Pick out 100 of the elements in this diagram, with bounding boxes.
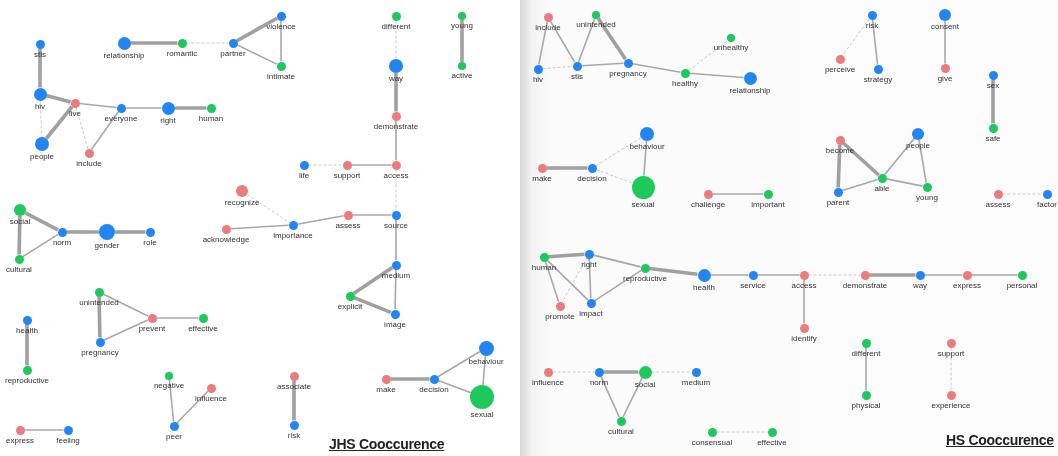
connector-line xyxy=(577,17,596,63)
connector-line xyxy=(548,252,585,259)
node-label: cultural xyxy=(608,426,634,436)
connector-line xyxy=(923,274,964,276)
node-label: people xyxy=(906,141,930,150)
connector-line xyxy=(482,354,487,386)
node-label: behaviour xyxy=(468,356,504,366)
node-label: consent xyxy=(931,22,959,31)
node-label: image xyxy=(384,319,406,329)
node-label: peer xyxy=(166,431,182,441)
connector-line xyxy=(842,141,880,177)
connector-line xyxy=(580,62,625,67)
connector-line xyxy=(130,41,178,45)
node-label: behaviour xyxy=(629,142,665,151)
connector-line xyxy=(884,137,915,176)
node-label: able xyxy=(874,183,890,193)
connector-line xyxy=(542,65,573,70)
node-label: romantic xyxy=(166,48,198,58)
node-label: factor xyxy=(1037,199,1057,209)
node-label: sexual xyxy=(631,199,655,209)
node-label: everyone xyxy=(104,113,138,123)
connector-line xyxy=(395,218,397,262)
connector-line xyxy=(229,224,290,230)
node-label: support xyxy=(333,170,361,180)
node-label: stis xyxy=(34,49,46,59)
node-label: risk xyxy=(865,20,879,30)
panel-title: HS Cooccurence xyxy=(946,432,1054,448)
node-label: hiv xyxy=(34,101,46,111)
connector-line xyxy=(756,274,801,276)
connector-line xyxy=(90,110,120,151)
node-label: negative xyxy=(153,380,185,390)
connector-line xyxy=(39,100,43,138)
connector-line xyxy=(594,269,642,302)
node-label: perceive xyxy=(824,64,856,74)
connector-line xyxy=(296,215,345,225)
node-label: effective xyxy=(757,437,787,447)
connector-line xyxy=(394,73,398,112)
connector-line xyxy=(280,19,282,63)
node-label: express xyxy=(6,435,34,445)
node-label: feeling xyxy=(56,435,80,445)
connector-line xyxy=(25,324,29,366)
connector-line xyxy=(124,107,163,109)
connector-line xyxy=(115,230,146,234)
node-label: important xyxy=(751,199,785,209)
connector-line xyxy=(970,274,1019,276)
node-label: healthy xyxy=(672,78,698,88)
node-label: partner xyxy=(220,48,246,58)
connector-line xyxy=(546,166,588,170)
node-label: medium xyxy=(681,377,711,387)
connector-line xyxy=(176,390,209,424)
node-label: health xyxy=(693,282,715,292)
connector-line xyxy=(45,93,72,104)
node-label: norm xyxy=(589,377,609,387)
node-label: give xyxy=(937,73,953,83)
connector-line xyxy=(155,317,200,319)
connector-line xyxy=(292,380,296,421)
connector-line xyxy=(437,351,481,378)
node-label: explicit xyxy=(337,301,363,311)
node-label: pregnancy xyxy=(81,347,119,357)
node-label: promote xyxy=(545,311,575,321)
node-label: way xyxy=(388,74,404,83)
node-label: sexual xyxy=(470,410,494,419)
connector-line xyxy=(622,377,643,418)
node-label: experience xyxy=(931,400,971,410)
node-label: human xyxy=(198,113,224,123)
connector-line xyxy=(351,214,393,216)
connector-line xyxy=(871,18,879,66)
connector-line xyxy=(390,377,430,381)
node-label: become xyxy=(825,145,855,155)
node-label: pregnancy xyxy=(609,68,647,78)
node-label: social xyxy=(9,217,31,226)
node-label: young xyxy=(916,192,938,202)
node-label: support xyxy=(937,348,965,358)
connector-line xyxy=(603,370,639,374)
connector-line xyxy=(22,233,59,258)
connector-line xyxy=(66,230,99,234)
connector-line xyxy=(836,144,842,188)
connector-line xyxy=(236,44,278,65)
node-label: relationship xyxy=(729,85,771,95)
connector-line xyxy=(595,137,642,167)
node-label: unintended xyxy=(79,297,119,307)
node-label: life xyxy=(298,170,310,180)
connector-line xyxy=(23,429,65,431)
node-label: demonstrate xyxy=(842,280,888,290)
connector-line xyxy=(688,39,729,71)
connector-line xyxy=(460,19,464,63)
node-label: gender xyxy=(94,241,120,250)
node-label: consensual xyxy=(691,437,733,447)
node-label: importance xyxy=(273,230,313,240)
connector-line xyxy=(643,140,648,177)
node-label: physical xyxy=(851,400,881,410)
node-label: access xyxy=(791,280,817,290)
connector-line xyxy=(78,102,118,109)
connector-line xyxy=(842,18,870,56)
node-label: express xyxy=(953,280,981,290)
node-label: unhealthy xyxy=(713,42,749,52)
node-label: role xyxy=(143,237,157,247)
node-label: hiv xyxy=(532,74,544,84)
panel-title: JHS Cooccurence xyxy=(329,436,445,452)
node-label: personal xyxy=(1006,280,1038,290)
